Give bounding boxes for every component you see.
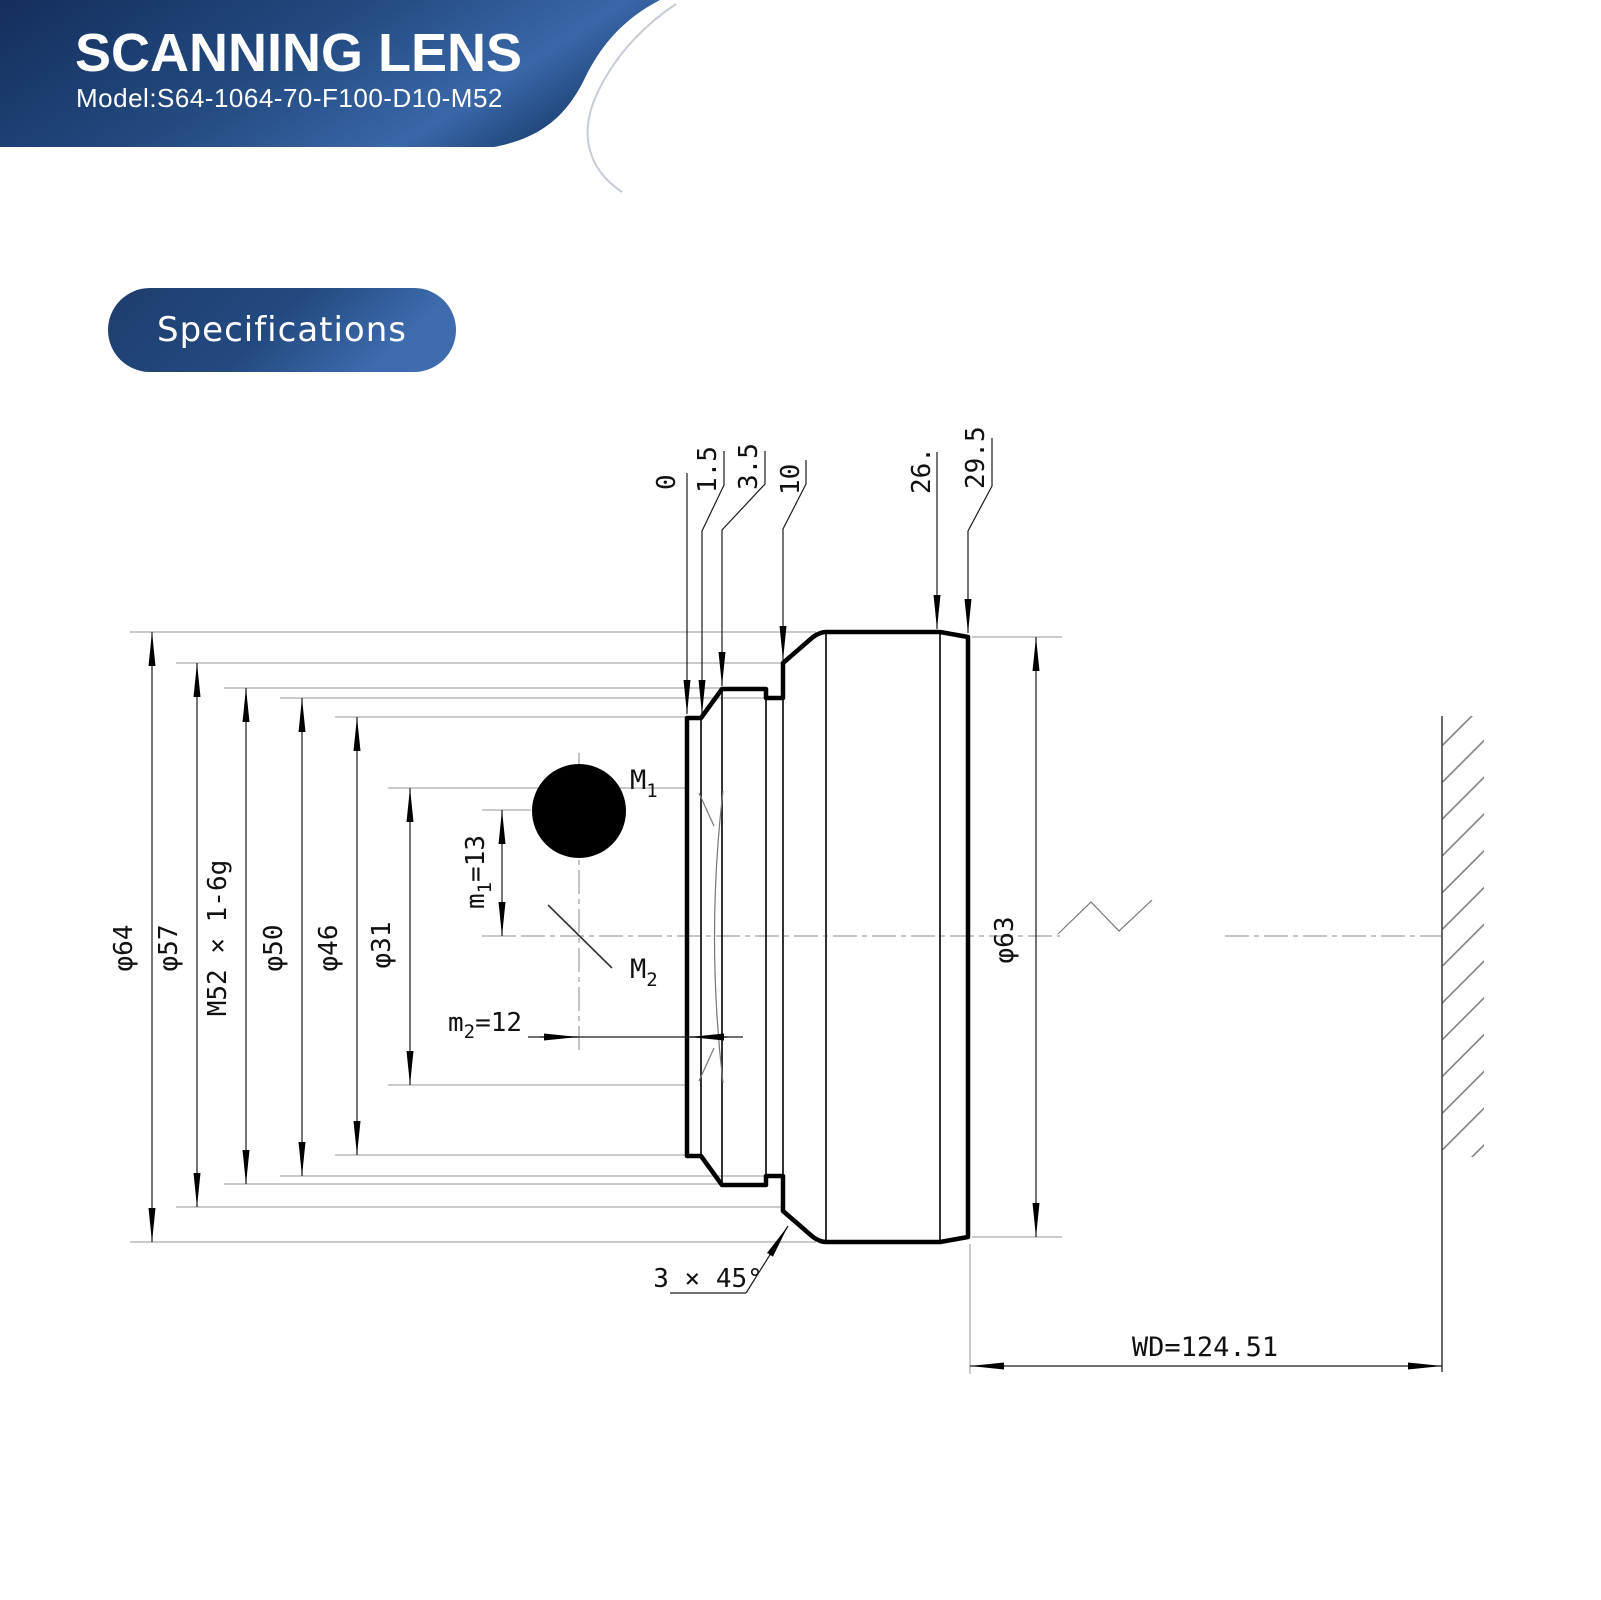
m2-distance-label: m2=12 [448, 1008, 522, 1043]
dim-label-d63: φ63 [990, 917, 1020, 964]
dim-label-d46: φ46 [314, 925, 344, 972]
d63-dimension: φ63 [972, 636, 1062, 1238]
m1-distance-dimension: m1=13 [461, 809, 531, 937]
m2-dist-base: m [448, 1008, 464, 1038]
leader-3-5 [718, 451, 766, 686]
dim-label-10: 10 [776, 464, 806, 495]
beam-and-mirrors: M1 M2 [532, 764, 658, 991]
header-banner: SCANNING LENS Model:S64-1064-70-F100-D10… [0, 0, 677, 193]
model-number: Model:S64-1064-70-F100-D10-M52 [76, 83, 503, 113]
page-title: SCANNING LENS [75, 23, 522, 83]
dim-label-3-5: 3.5 [734, 443, 764, 490]
axis-break-zigzag [1057, 899, 1153, 935]
glass-chamfer-top [698, 792, 715, 827]
lens-outline [684, 629, 971, 1245]
mirror-m2-line [547, 904, 613, 969]
focal-plane-wall [1441, 716, 1484, 1372]
input-beam-circle [532, 764, 626, 858]
wall-hatching [1442, 716, 1484, 1157]
lens-glass-surface-arc [713, 790, 724, 1084]
banner-shape [0, 0, 660, 147]
dim-label-d31: φ31 [367, 922, 397, 969]
dim-label-1-5: 1.5 [693, 446, 723, 493]
glass-chamfer-bottom [698, 1047, 715, 1082]
dim-label-d50: φ50 [259, 925, 289, 972]
banner-accent-curve [586, 3, 677, 193]
m2-label-base: M [630, 954, 646, 985]
dim-label-m52-thread: M52 × 1-6g [203, 860, 233, 1017]
chamfer-note-label: 3 × 45° [653, 1264, 763, 1294]
top-dimension-leaders [683, 438, 993, 714]
specifications-label: Specifications [157, 310, 407, 350]
specifications-badge: Specifications [108, 288, 456, 372]
left-dimension-labels: φ64 φ57 M52 × 1-6g φ50 φ46 φ31 [109, 860, 397, 1017]
m1-label-base: M [630, 765, 646, 796]
m2-distance-dimension: m2=12 [448, 1008, 743, 1043]
extension-lines-bottom [130, 1084, 816, 1243]
dim-label-29-5: 29.5 [961, 426, 991, 489]
m2-dist-eq: =12 [475, 1008, 522, 1038]
leader-1-5 [698, 451, 725, 714]
leader-10 [779, 460, 807, 660]
chamfer-leader [745, 1225, 789, 1294]
m2-dist-sub: 2 [464, 1021, 475, 1043]
lens-body [684, 629, 971, 1245]
m2-label-sub: 2 [646, 969, 657, 991]
m1-label-sub: 1 [646, 780, 657, 802]
m2-label: M2 [630, 954, 658, 991]
dim-label-0: 0 [652, 474, 682, 490]
dim-label-d64: φ64 [109, 925, 139, 972]
m1-dist-base: m [461, 893, 491, 909]
lens-technical-drawing: φ64 φ57 M52 × 1-6g φ50 φ46 φ31 0 1.5 3.5… [109, 426, 1484, 1374]
dim-label-d57: φ57 [154, 925, 184, 972]
m1-dist-sub: 1 [474, 882, 496, 893]
dim-label-26: 26. [907, 447, 937, 494]
chamfer-annotation: 3 × 45° [653, 1225, 789, 1294]
centerlines [482, 753, 1442, 1053]
working-distance-label: WD=124.51 [1132, 1332, 1278, 1363]
m1-label: M1 [630, 765, 658, 802]
m1-dist-eq: =13 [461, 835, 491, 882]
top-dimension-labels: 0 1.5 3.5 10 26. 29.5 [652, 426, 991, 495]
left-dimension-lines [148, 632, 414, 1242]
leader-29-5 [964, 438, 993, 633]
extension-lines-top [130, 631, 816, 789]
m1-distance-label: m1=13 [461, 835, 496, 909]
badge-pill [108, 288, 456, 372]
working-distance-dimension: WD=124.51 [969, 1244, 1442, 1374]
